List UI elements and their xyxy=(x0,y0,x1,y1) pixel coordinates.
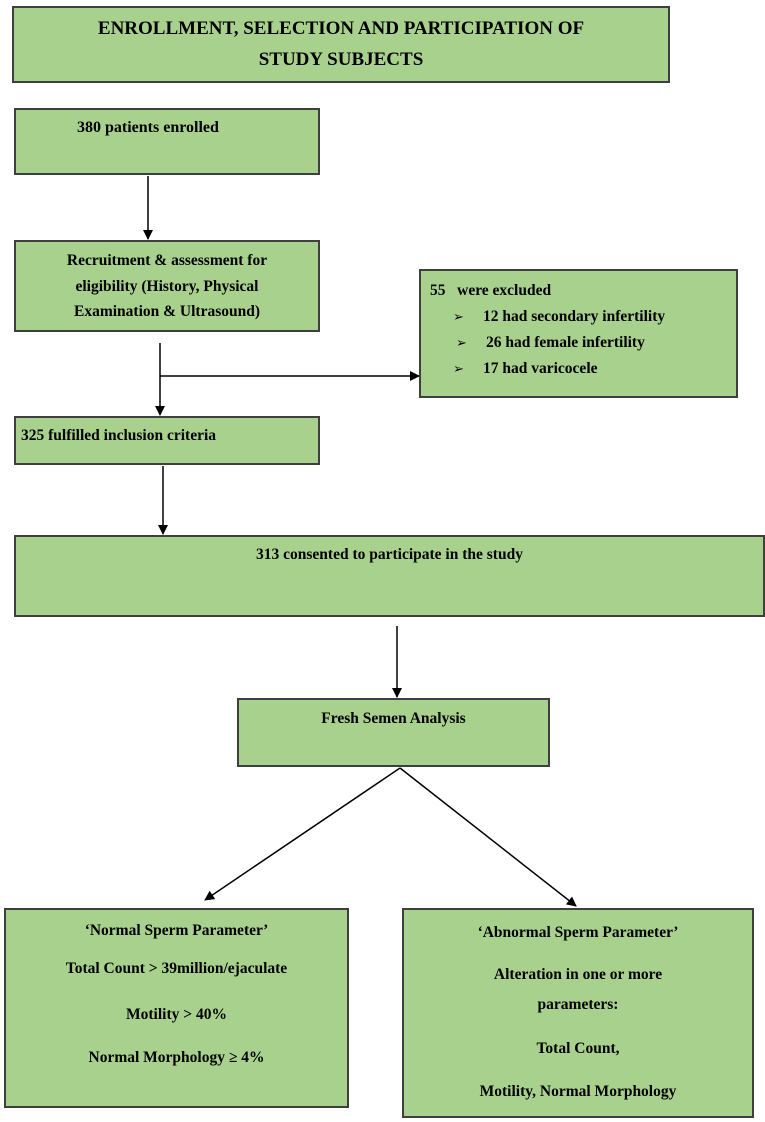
excluded-item: ➢26 had female infertility xyxy=(456,334,645,351)
consented-text: 313 consented to participate in the stud… xyxy=(256,546,523,563)
title-line-1: ENROLLMENT, SELECTION AND PARTICIPATION … xyxy=(97,18,585,39)
recruitment-box: Recruitment & assessment for eligibility… xyxy=(14,240,320,332)
excluded-heading: 55 were excluded xyxy=(430,282,552,299)
normal-line-3: Normal Morphology ≥ 4% xyxy=(88,1049,265,1066)
excluded-list: ➢12 had secondary infertility ➢26 had fe… xyxy=(453,308,665,386)
abnormal-line-3: Total Count, xyxy=(536,1040,620,1057)
semen-analysis-box: Fresh Semen Analysis xyxy=(237,698,550,767)
enrolled-box: 380 patients enrolled xyxy=(14,108,320,175)
consented-box: 313 consented to participate in the stud… xyxy=(14,535,765,617)
recruitment-line-2: eligibility (History, Physical xyxy=(75,278,259,295)
abnormal-line-4: Motility, Normal Morphology xyxy=(479,1083,677,1100)
abnormal-line-1: Alteration in one or more xyxy=(493,966,663,983)
abnormal-parameter-box: ‘Abnormal Sperm Parameter’ Alteration in… xyxy=(402,908,754,1118)
inclusion-text: 325 fulfilled inclusion criteria xyxy=(21,427,217,444)
arrow-semen-to-abnormal xyxy=(399,767,577,907)
normal-heading: ‘Normal Sperm Parameter’ xyxy=(84,922,269,939)
semen-analysis-text: Fresh Semen Analysis xyxy=(321,710,466,727)
recruitment-line-3: Examination & Ultrasound) xyxy=(73,303,261,320)
title-line-2: STUDY SUBJECTS xyxy=(258,49,424,70)
excluded-box: 55 were excluded ➢12 had secondary infer… xyxy=(419,269,738,398)
normal-line-1: Total Count > 39million/ejaculate xyxy=(65,960,288,977)
enrolled-text: 380 patients enrolled xyxy=(77,119,219,136)
excluded-item: ➢12 had secondary infertility xyxy=(453,308,666,325)
title-box: ENROLLMENT, SELECTION AND PARTICIPATION … xyxy=(12,6,670,83)
excluded-item: ➢17 had varicocele xyxy=(453,360,598,377)
inclusion-box: 325 fulfilled inclusion criteria xyxy=(14,416,320,465)
arrowhead-bullet-icon: ➢ xyxy=(456,336,467,351)
arrowhead-bullet-icon: ➢ xyxy=(453,362,464,377)
normal-line-2: Motility > 40% xyxy=(126,1006,227,1023)
recruitment-line-1: Recruitment & assessment for xyxy=(66,252,268,269)
normal-parameter-box: ‘Normal Sperm Parameter’ Total Count > 3… xyxy=(4,908,349,1108)
arrowhead-bullet-icon: ➢ xyxy=(453,310,464,325)
arrow-semen-to-normal xyxy=(204,767,401,901)
abnormal-line-2: parameters: xyxy=(537,996,619,1013)
abnormal-heading: ‘Abnormal Sperm Parameter’ xyxy=(477,924,679,941)
